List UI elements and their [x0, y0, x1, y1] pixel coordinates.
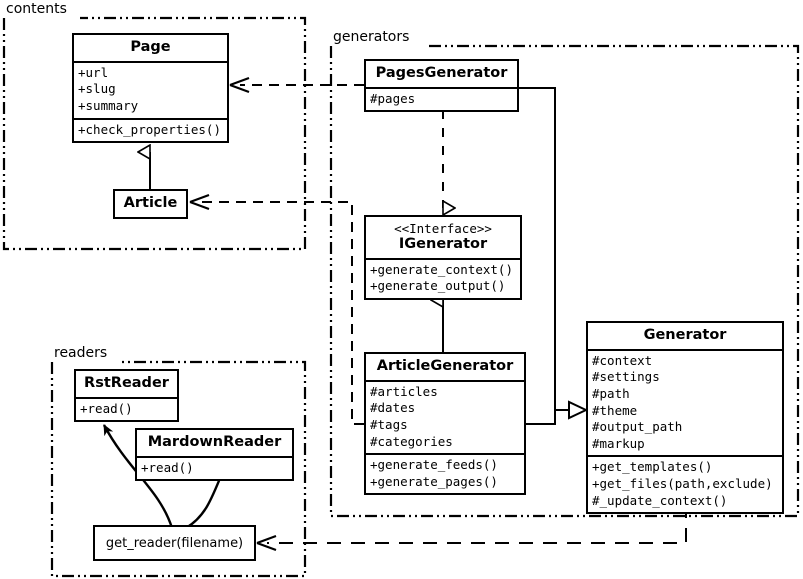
package-label-generators: generators — [333, 29, 410, 45]
class-page-title: Page — [130, 39, 171, 55]
method-row: +generate_pages() — [370, 473, 498, 489]
method-row: +generate_output() — [370, 278, 506, 294]
function-get-reader[interactable]: get_reader(filename) — [93, 525, 256, 561]
method-row: +generate_context() — [370, 261, 513, 277]
class-generator-attributes: #context #settings #path #theme #output_… — [588, 348, 782, 456]
class-article-title: Article — [123, 195, 178, 211]
class-rst-reader-title: RstReader — [84, 375, 169, 391]
attribute-row: #path — [592, 385, 630, 401]
attribute-row: #articles — [370, 383, 438, 399]
class-article-generator[interactable]: ArticleGenerator #articles #dates #tags … — [364, 352, 526, 496]
method-row: +get_files(path,exclude) — [592, 476, 773, 492]
class-article-generator-title: ArticleGenerator — [376, 358, 514, 374]
class-pages-generator-title: PagesGenerator — [375, 65, 508, 81]
class-igenerator-title: <<Interface>> IGenerator — [366, 217, 520, 258]
generalization-articlegenerator-to-generator — [526, 400, 589, 425]
class-pages-generator-attributes: #pages — [366, 86, 517, 111]
dependency-pagesgenerator-to-page — [229, 76, 364, 94]
attribute-row: #output_path — [592, 419, 683, 435]
class-generator[interactable]: Generator #context #settings #path #them… — [586, 321, 784, 515]
class-igenerator[interactable]: <<Interface>> IGenerator +generate_conte… — [364, 215, 522, 300]
dependency-arrowhead-get-reader — [256, 534, 277, 552]
class-igenerator-stereotype: <<Interface>> — [394, 221, 492, 236]
attribute-row: +summary — [78, 97, 139, 113]
class-rst-reader[interactable]: RstReader +read() — [74, 369, 179, 423]
attribute-row: #settings — [592, 369, 660, 385]
generalization-pagesgenerator-to-generator — [519, 87, 570, 411]
class-igenerator-methods: +generate_context() +generate_output() — [366, 257, 520, 298]
attribute-row: #tags — [370, 416, 408, 432]
dependency-arrowhead-page — [229, 76, 250, 94]
class-generator-title: Generator — [643, 327, 727, 343]
attribute-row: #markup — [592, 435, 645, 451]
method-row: +read() — [141, 459, 194, 475]
method-row: +generate_feeds() — [370, 457, 498, 473]
class-igenerator-name: IGenerator — [398, 236, 488, 252]
dependency-articlegenerator-to-article — [189, 193, 364, 425]
attribute-row: #context — [592, 352, 653, 368]
method-row: +get_templates() — [592, 459, 713, 475]
class-mardown-reader-methods: +read() — [137, 455, 292, 480]
generalization-arrowhead-generator — [568, 400, 589, 420]
method-row: #_update_context() — [592, 492, 728, 508]
class-article-generator-methods: +generate_feeds() +generate_pages() — [366, 453, 524, 493]
attribute-row: #dates — [370, 400, 416, 416]
function-get-reader-label: get_reader(filename) — [105, 535, 244, 551]
attribute-row: #theme — [592, 402, 638, 418]
attribute-row: #pages — [370, 90, 416, 106]
class-page-attributes: +url +slug +summary — [74, 60, 227, 118]
method-row: +read() — [80, 400, 133, 416]
method-row: +check_properties() — [78, 121, 221, 137]
class-page-methods: +check_properties() — [74, 117, 227, 142]
class-rst-reader-methods: +read() — [76, 396, 177, 421]
package-label-contents: contents — [6, 1, 67, 17]
class-article-generator-attributes: #articles #dates #tags #categories — [366, 379, 524, 454]
attribute-row: #categories — [370, 433, 453, 449]
class-generator-methods: +get_templates() +get_files(path,exclude… — [588, 455, 782, 512]
attribute-row: +url — [78, 64, 109, 80]
class-article[interactable]: Article — [113, 189, 188, 219]
attribute-row: +slug — [78, 81, 116, 97]
class-mardown-reader-title: MardownReader — [147, 434, 282, 450]
class-mardown-reader[interactable]: MardownReader +read() — [135, 428, 294, 482]
package-label-readers: readers — [54, 345, 108, 361]
dependency-arrowhead-article — [189, 193, 210, 211]
class-page[interactable]: Page +url +slug +summary +check_properti… — [72, 33, 229, 144]
class-pages-generator[interactable]: PagesGenerator #pages — [364, 59, 519, 113]
